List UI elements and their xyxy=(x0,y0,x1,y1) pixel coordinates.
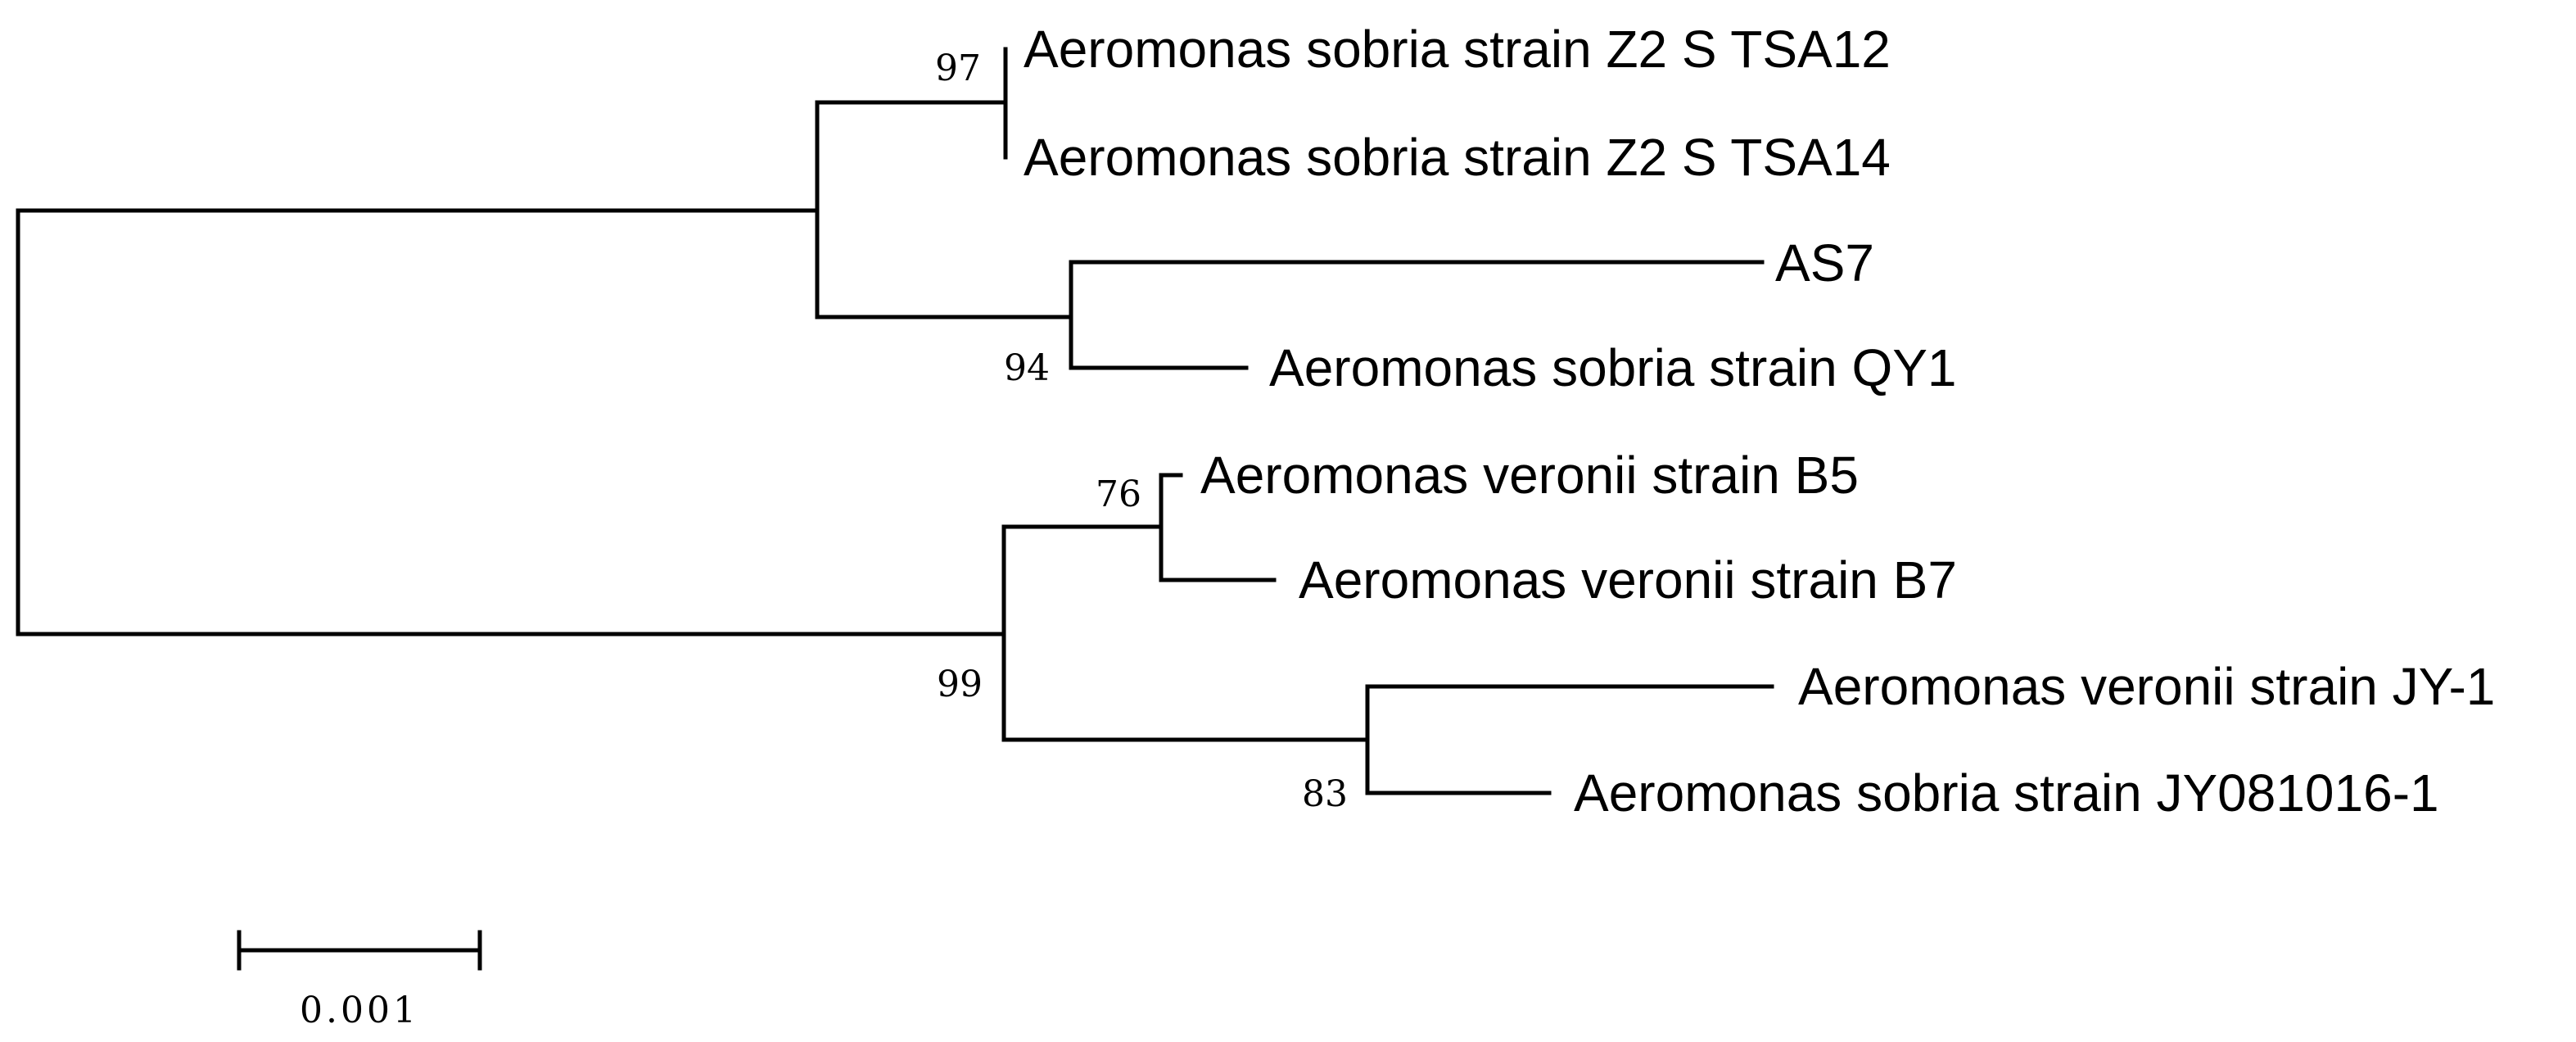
tree-branches xyxy=(16,47,1774,795)
scale-bar: 0.001 xyxy=(237,930,482,1031)
bootstrap-94: 94 xyxy=(1004,347,1050,389)
leaf-label-b7: Aeromonas veronii strain B7 xyxy=(1299,550,1957,609)
bootstrap-83: 83 xyxy=(1302,773,1348,815)
leaf-label-qy1: Aeromonas sobria strain QY1 xyxy=(1269,338,1957,397)
bootstrap-99: 99 xyxy=(937,664,983,705)
bootstrap-76: 76 xyxy=(1096,473,1141,515)
leaf-label-tsa14: Aeromonas sobria strain Z2 S TSA14 xyxy=(1024,128,1891,187)
leaf-label-jy1: Aeromonas veronii strain JY-1 xyxy=(1798,657,2495,716)
leaf-label-b5: Aeromonas veronii strain B5 xyxy=(1200,446,1859,505)
leaf-label-tsa12: Aeromonas sobria strain Z2 S TSA12 xyxy=(1024,20,1891,79)
leaf-labels: Aeromonas sobria strain Z2 S TSA12 Aerom… xyxy=(1024,20,2495,822)
scale-bar-label: 0.001 xyxy=(300,990,419,1031)
leaf-label-as7: AS7 xyxy=(1775,233,1874,292)
bootstrap-values: 97 94 76 99 83 xyxy=(935,48,1348,815)
leaf-label-jy081016: Aeromonas sobria strain JY081016-1 xyxy=(1574,763,2439,822)
bootstrap-97: 97 xyxy=(935,48,981,89)
